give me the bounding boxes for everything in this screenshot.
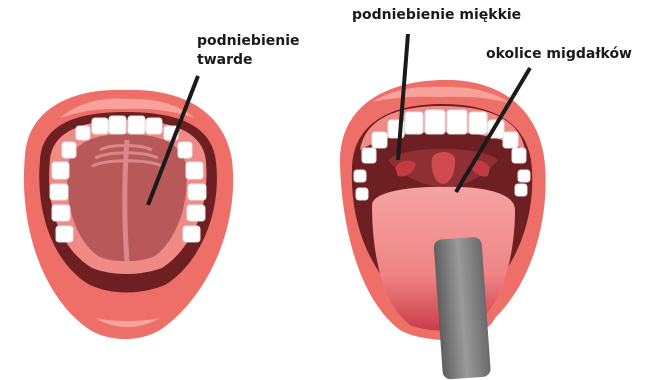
tonsil-area-label: okolice migdałków <box>486 45 632 64</box>
hard-palate-label-line1: podniebienie <box>197 32 300 51</box>
right-mouth <box>340 34 546 380</box>
soft-palate-label: podniebienie miękkie <box>352 6 521 25</box>
tongue-depressor <box>433 237 491 380</box>
left-mouth <box>24 76 233 339</box>
hard-palate-label: podniebienie twarde <box>197 32 300 70</box>
hard-palate-label-line2: twarde <box>197 51 300 70</box>
